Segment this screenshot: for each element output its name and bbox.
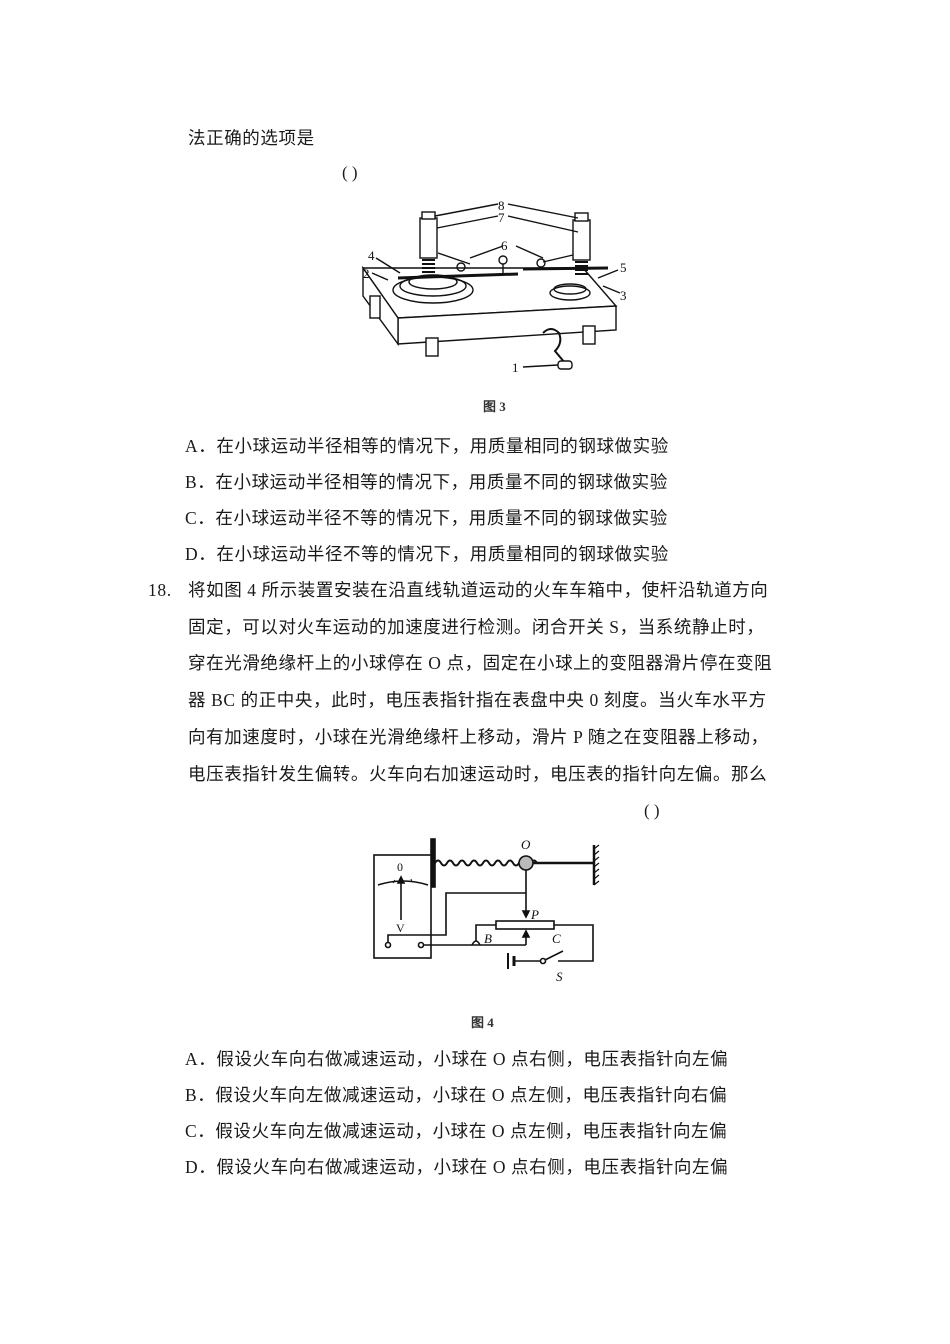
fig4-label-c: C bbox=[552, 931, 561, 946]
q18-stem-line-6: 电压表指针发生偏转。火车向右加速运动时，电压表的指针向左偏。那么 bbox=[188, 764, 768, 784]
fig4-label-p: P bbox=[530, 907, 539, 922]
fig3-label-6: 6 bbox=[501, 238, 508, 253]
q18-answer-blank: ( ) bbox=[644, 801, 660, 820]
figure-4-circuit: O P B C S 0 V bbox=[368, 835, 603, 985]
q18-option-b[interactable]: B．假设火车向左做减速运动，小球在 O 点左侧，电压表指针向右偏 bbox=[185, 1085, 728, 1105]
q18-number: 18. bbox=[148, 580, 172, 600]
q17-option-d[interactable]: D．在小球运动半径不等的情况下，用质量相同的钢球做实验 bbox=[185, 544, 669, 564]
q18-stem-line-2: 固定，可以对火车运动的加速度进行检测。闭合开关 S，当系统静止时， bbox=[188, 617, 765, 637]
q18-stem-line-5: 向有加速度时，小球在光滑绝缘杆上移动，滑片 P 随之在变阻器上移动， bbox=[188, 727, 769, 747]
q18-option-c[interactable]: C．假设火车向左做减速运动，小球在 O 点左侧，电压表指针向左偏 bbox=[185, 1121, 728, 1141]
q17-option-c[interactable]: C．在小球运动半径不等的情况下，用质量不同的钢球做实验 bbox=[185, 508, 668, 528]
q17-answer-blank: ( ) bbox=[342, 163, 358, 182]
q17-option-a[interactable]: A．在小球运动半径相等的情况下，用质量相同的钢球做实验 bbox=[185, 436, 669, 456]
q18-stem-line-4: 器 BC 的正中央，此时，电压表指针指在表盘中央 0 刻度。当火车水平方 bbox=[188, 690, 767, 710]
q18-option-a[interactable]: A．假设火车向右做减速运动，小球在 O 点右侧，电压表指针向左偏 bbox=[185, 1049, 729, 1069]
fig3-label-1: 1 bbox=[512, 360, 519, 375]
figure-4-caption: 图 4 bbox=[471, 1015, 494, 1030]
fig3-label-2: 2 bbox=[363, 266, 370, 281]
figure-3-apparatus: 8 7 6 4 2 5 3 1 bbox=[358, 198, 628, 383]
q17-option-b[interactable]: B．在小球运动半径相等的情况下，用质量不同的钢球做实验 bbox=[185, 472, 668, 492]
q18-stem-line-3: 穿在光滑绝缘杆上的小球停在 O 点，固定在小球上的变阻器滑片停在变阻 bbox=[188, 653, 773, 673]
fig4-meter-zero: 0 bbox=[397, 860, 403, 874]
fig4-meter-unit: V bbox=[396, 921, 405, 935]
q18-option-d[interactable]: D．假设火车向右做减速运动，小球在 O 点右侧，电压表指针向左偏 bbox=[185, 1157, 729, 1177]
fig3-label-4: 4 bbox=[368, 248, 375, 263]
fig3-label-7: 7 bbox=[498, 210, 505, 225]
fig4-label-o: O bbox=[521, 837, 531, 852]
fig3-label-5: 5 bbox=[620, 260, 627, 275]
q17-stem-tail: 法正确的选项是 bbox=[188, 128, 315, 148]
fig3-label-8: 8 bbox=[498, 198, 505, 213]
q18-stem-line-1: 将如图 4 所示装置安装在沿直线轨道运动的火车车箱中，使杆沿轨道方向 bbox=[188, 580, 769, 600]
fig4-label-s: S bbox=[556, 969, 563, 984]
fig4-label-b: B bbox=[484, 931, 492, 946]
fig3-label-3: 3 bbox=[620, 288, 627, 303]
figure-3-caption: 图 3 bbox=[483, 399, 506, 414]
